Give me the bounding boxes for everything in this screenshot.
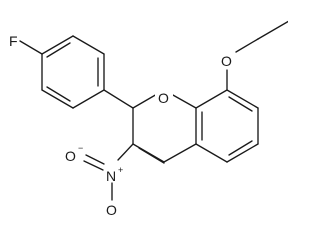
bond bbox=[226, 143, 259, 163]
bond bbox=[226, 89, 259, 109]
bond bbox=[72, 35, 105, 55]
bond bbox=[41, 35, 74, 55]
bond bbox=[195, 143, 228, 163]
bond bbox=[41, 89, 74, 109]
bond bbox=[163, 143, 197, 163]
nitro-oxygen-bottom-atom: O bbox=[106, 202, 117, 218]
ethyl-bond bbox=[257, 20, 288, 40]
double-bond-inner bbox=[138, 147, 165, 164]
oxygen-negative-charge: − bbox=[78, 143, 83, 153]
carbon-fluorine-bond bbox=[19, 40, 43, 55]
fluorine-atom: F bbox=[9, 33, 18, 49]
pyran-ring bbox=[132, 89, 197, 164]
label-mask bbox=[155, 89, 173, 107]
chemical-structure-diagram: F O O N + O − O bbox=[9, 20, 288, 218]
ether-oxygen-atom: O bbox=[221, 53, 232, 69]
nitrogen-oxygen-double-bond bbox=[85, 154, 105, 165]
fluorophenyl-ring bbox=[41, 35, 105, 109]
nitrogen-positive-charge: + bbox=[118, 165, 123, 175]
double-bond-inner bbox=[228, 96, 253, 112]
bond bbox=[195, 89, 228, 109]
oxygen-ethyl-bond bbox=[235, 38, 259, 53]
double-bond-inner bbox=[228, 140, 253, 156]
nitro-nitrogen-atom: N bbox=[106, 168, 116, 184]
double-bond-inner bbox=[46, 86, 71, 102]
aryl-c2-bond bbox=[103, 89, 134, 109]
benzo-ring bbox=[195, 89, 259, 163]
carbon-nitrogen-bond bbox=[117, 143, 134, 161]
bond bbox=[72, 89, 105, 109]
nitro-oxygen-top-atom: O bbox=[65, 148, 76, 164]
nitrogen-oxygen-double-bond bbox=[83, 160, 104, 171]
ring-oxygen-atom: O bbox=[158, 90, 169, 106]
double-bond-inner bbox=[46, 42, 71, 58]
